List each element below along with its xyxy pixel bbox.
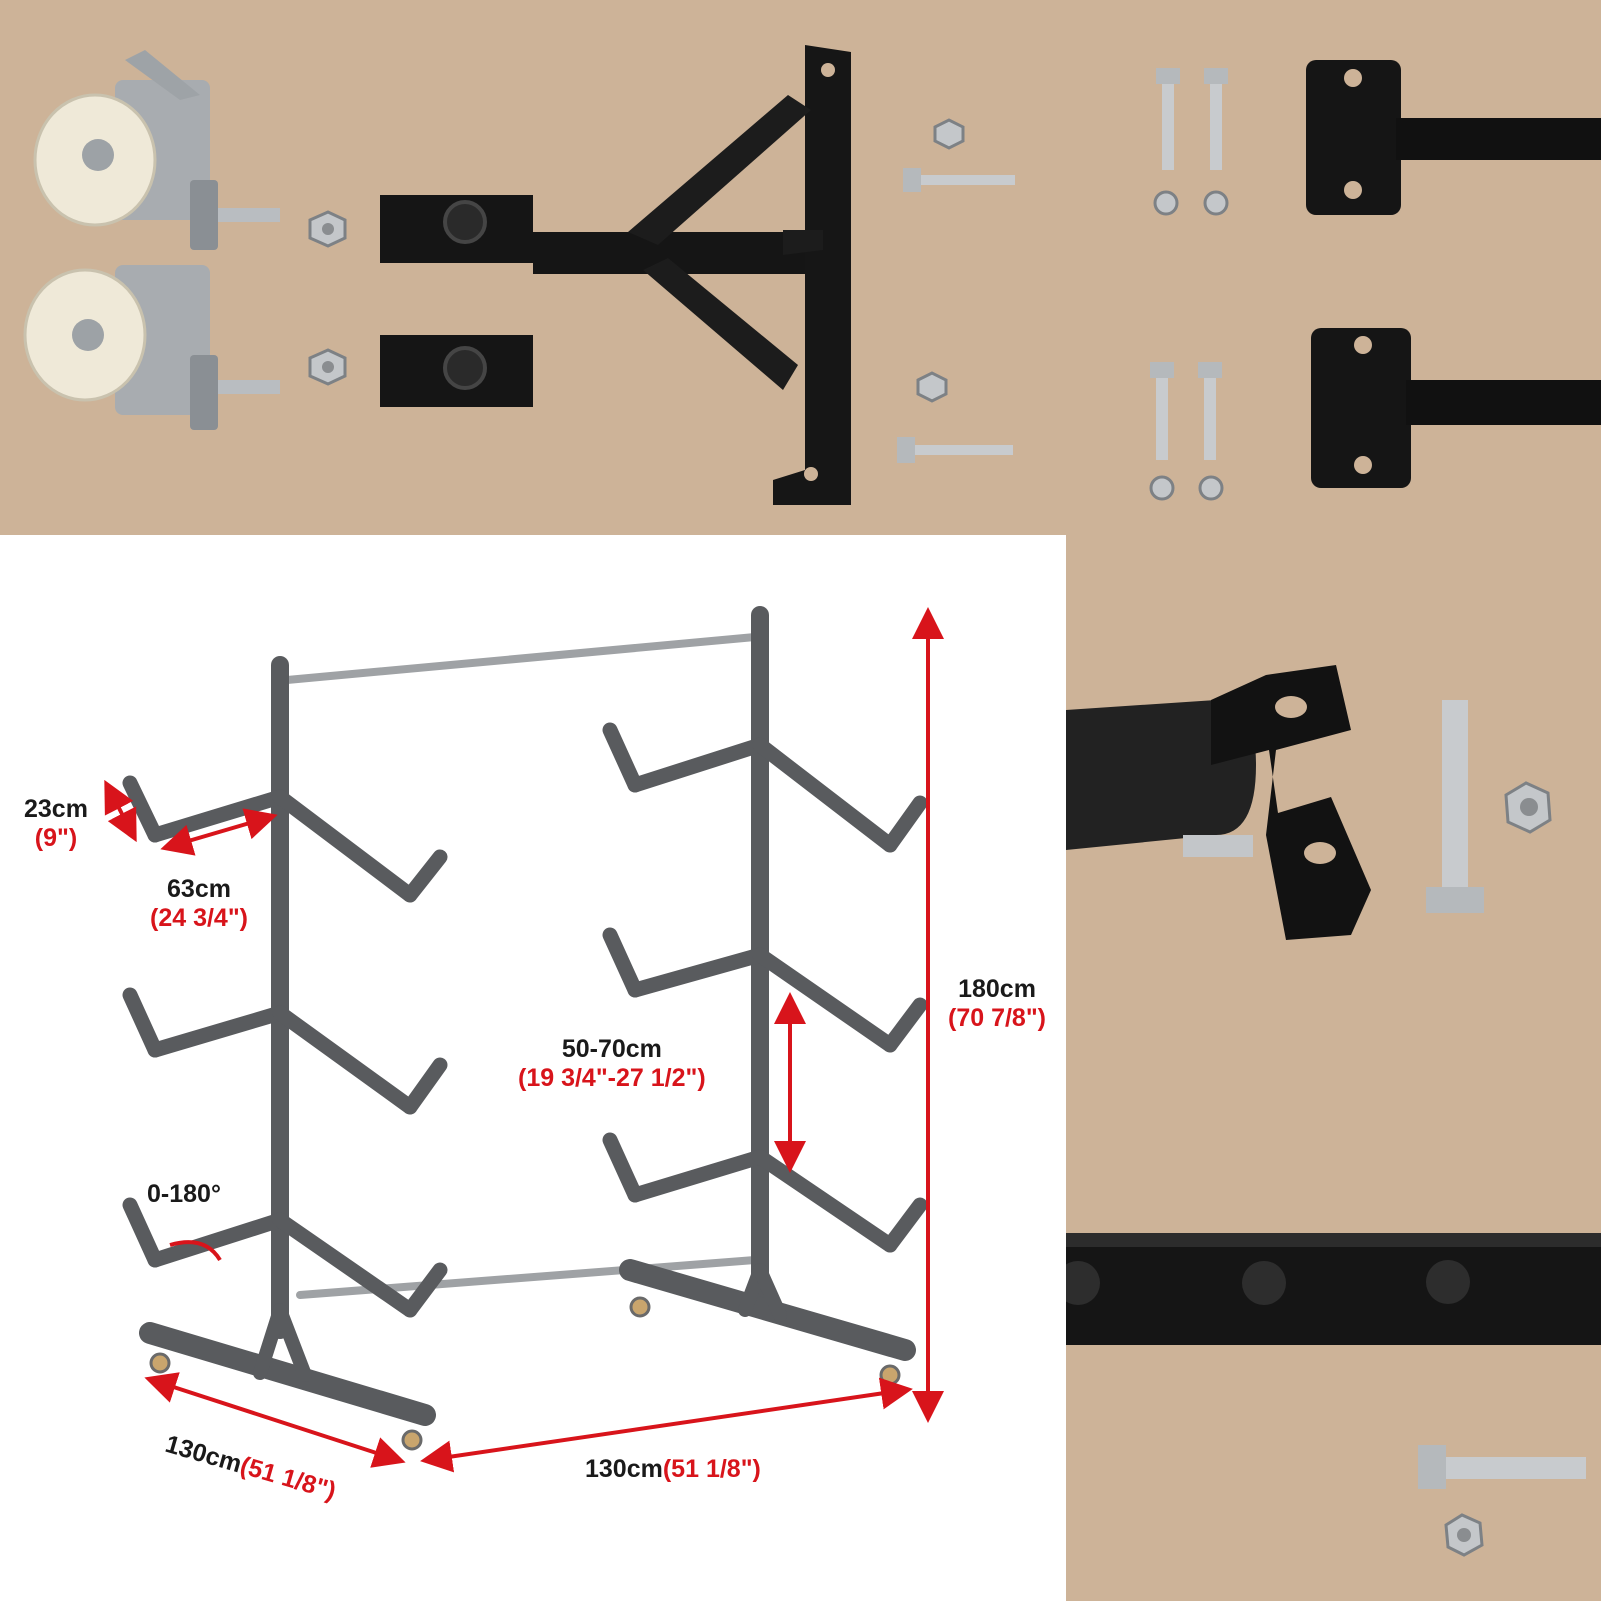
photo-base-bracket	[533, 0, 1066, 535]
height-dimension: 180cm (70 7/8")	[948, 975, 1046, 1033]
arm-tip-imperial: (9")	[34, 823, 78, 852]
width-dimension: 130cm(51 1/8")	[585, 1455, 761, 1484]
width-imperial: (51 1/8")	[662, 1455, 761, 1483]
height-imperial: (70 7/8")	[948, 1003, 1047, 1032]
bolt-icon	[897, 437, 1013, 463]
height-metric: 180cm	[958, 975, 1036, 1003]
arm-length-metric: 63cm	[167, 875, 231, 903]
bolt-icon	[1150, 68, 1228, 460]
arm-spacing-imperial: (19 3/4"-27 1/2")	[518, 1063, 706, 1092]
bolt-icon	[903, 168, 1015, 192]
arm-tip-metric: 23cm	[24, 795, 88, 823]
arm-spacing-dimension: 50-70cm (19 3/4"-27 1/2")	[518, 1035, 706, 1093]
width-metric: 130cm	[585, 1455, 663, 1483]
casters-illustration	[23, 50, 533, 430]
arm-tip-dimension: 23cm (9")	[24, 795, 88, 853]
dimension-diagram: 23cm (9") 63cm (24 3/4") 50-70cm (19 3/4…	[0, 535, 1066, 1601]
arm-bracket-illustration	[1066, 665, 1552, 940]
arm-length-imperial: (24 3/4")	[150, 903, 249, 932]
arm-length-dimension: 63cm (24 3/4")	[150, 875, 248, 933]
bracket-illustration	[533, 45, 1015, 505]
top-bracket-illustration	[1149, 60, 1601, 501]
caster-wheel-top	[33, 50, 280, 250]
bolt-icon	[1418, 1445, 1586, 1489]
rack-frame	[122, 606, 928, 1426]
bolt-icon	[1426, 700, 1484, 913]
photo-casters	[0, 0, 533, 535]
caster-wheel-bottom	[23, 265, 280, 430]
photo-top-brackets	[1066, 0, 1601, 535]
arm-spacing-metric: 50-70cm	[561, 1035, 662, 1063]
nut-icon	[916, 371, 948, 403]
photo-arm-bracket	[1066, 535, 1601, 1085]
angle-dimension: 0-180°	[147, 1180, 221, 1208]
photo-perforated-tube	[1066, 1085, 1601, 1601]
perforated-tube-illustration	[1066, 1233, 1601, 1557]
nut-icon	[1149, 190, 1229, 501]
nut-icon	[933, 118, 965, 150]
dimension-arrows	[104, 607, 944, 1473]
rack-drawing	[104, 606, 944, 1473]
